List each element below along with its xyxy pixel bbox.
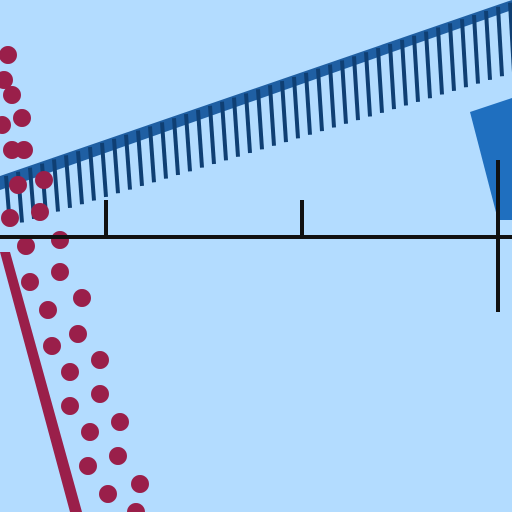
dot bbox=[79, 457, 97, 475]
dot bbox=[21, 273, 39, 291]
hatch-line bbox=[328, 64, 336, 128]
dot bbox=[81, 423, 99, 441]
hatch-line bbox=[400, 39, 408, 106]
dot bbox=[3, 86, 21, 104]
dot bbox=[51, 231, 69, 249]
dot bbox=[0, 116, 11, 134]
hatch-line bbox=[100, 142, 108, 198]
hatch-line bbox=[88, 146, 96, 201]
hatch-line bbox=[364, 52, 372, 117]
dot bbox=[99, 485, 117, 503]
hatch-line bbox=[436, 27, 444, 95]
dot bbox=[9, 176, 27, 194]
dot bbox=[39, 301, 57, 319]
hatch-line bbox=[52, 159, 60, 212]
hatch-line bbox=[460, 19, 468, 88]
hatch-line bbox=[316, 68, 324, 132]
dot bbox=[131, 475, 149, 493]
dot bbox=[43, 337, 61, 355]
sloped-band bbox=[0, 0, 512, 227]
hatch-line bbox=[424, 31, 432, 99]
band-hatches bbox=[4, 2, 512, 227]
hatch-line bbox=[136, 130, 144, 187]
hatch-line bbox=[76, 151, 84, 205]
dot bbox=[17, 237, 35, 255]
dot bbox=[51, 263, 69, 281]
hatch-line bbox=[124, 134, 132, 190]
hatch-line bbox=[412, 35, 420, 102]
dot bbox=[35, 171, 53, 189]
hatch-line bbox=[496, 6, 504, 77]
rod bbox=[0, 252, 82, 512]
hatch-line bbox=[388, 43, 396, 110]
hatch-line bbox=[352, 56, 360, 121]
dot bbox=[109, 447, 127, 465]
hatch-line bbox=[448, 23, 456, 92]
hatch-line bbox=[256, 89, 264, 150]
dot bbox=[111, 413, 129, 431]
dot bbox=[0, 46, 17, 64]
dot bbox=[91, 385, 109, 403]
dot bbox=[3, 141, 21, 159]
hatch-line bbox=[268, 85, 276, 146]
hatch-line bbox=[172, 118, 180, 176]
hatch-line bbox=[220, 101, 228, 161]
hatch-line bbox=[160, 122, 168, 179]
hatch-line bbox=[508, 2, 512, 73]
hatch-line bbox=[304, 72, 312, 135]
hatch-line bbox=[64, 155, 72, 209]
hatch-line bbox=[292, 76, 300, 139]
dot bbox=[1, 209, 19, 227]
dot bbox=[69, 325, 87, 343]
dot bbox=[0, 71, 13, 89]
hatch-line bbox=[472, 14, 480, 84]
hatch-line bbox=[484, 10, 492, 81]
dot bbox=[31, 203, 49, 221]
hatch-line bbox=[208, 105, 216, 165]
hatch-line bbox=[280, 80, 288, 143]
hatch-line bbox=[112, 138, 120, 194]
dot bbox=[13, 109, 31, 127]
blue-marker bbox=[470, 98, 512, 220]
hatch-line bbox=[196, 109, 204, 168]
dot bbox=[61, 397, 79, 415]
hatch-line bbox=[232, 97, 240, 157]
hatch-line bbox=[244, 93, 252, 154]
dot bbox=[127, 503, 145, 512]
hatch-line bbox=[148, 126, 156, 183]
dotted-line bbox=[0, 46, 149, 512]
hatch-line bbox=[376, 47, 384, 113]
horizontal-axis bbox=[0, 160, 512, 312]
dot bbox=[61, 363, 79, 381]
dot bbox=[73, 289, 91, 307]
hatch-line bbox=[184, 113, 192, 172]
hatch-line bbox=[340, 60, 348, 124]
dot bbox=[91, 351, 109, 369]
